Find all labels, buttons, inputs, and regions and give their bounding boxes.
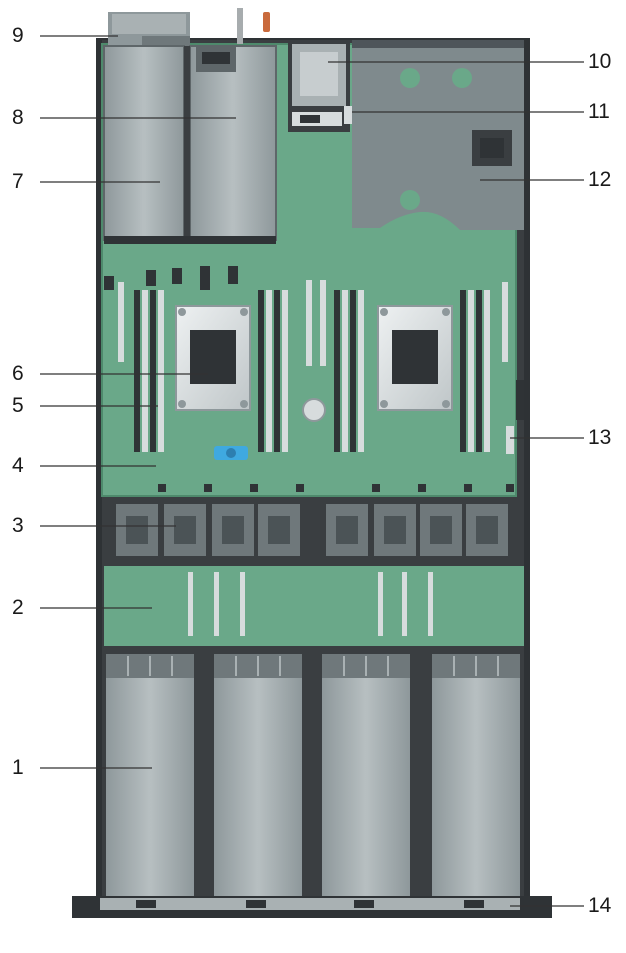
blue-latch-knob xyxy=(226,448,236,458)
standoff-gray xyxy=(237,8,243,44)
backplane-connectors xyxy=(188,572,433,636)
shroud-post-2 xyxy=(452,68,472,88)
callout-13: 13 xyxy=(588,426,612,449)
callout-8: 8 xyxy=(12,106,24,129)
callout-1: 1 xyxy=(12,756,24,779)
rear-ports-strip xyxy=(352,40,524,48)
shroud-post-1 xyxy=(400,68,420,88)
item-6-cpu-socket-left xyxy=(175,305,251,411)
callout-3: 3 xyxy=(12,514,24,537)
dimm-bank-right-2 xyxy=(460,290,490,452)
bay-divider xyxy=(184,46,190,240)
item-8-bay xyxy=(190,46,276,240)
callout-11: 11 xyxy=(588,100,610,123)
callout-lines xyxy=(40,35,584,907)
drive-bay-header-lines xyxy=(127,656,499,676)
dimm-bank-left-2 xyxy=(258,290,288,452)
fan-blades xyxy=(126,516,498,544)
item-5-dimm-bank-left xyxy=(134,290,164,452)
dimm-bank-right-1 xyxy=(334,290,364,452)
item-10-card-inner xyxy=(300,52,338,96)
callout-14: 14 xyxy=(588,894,612,917)
fan-connectors xyxy=(158,484,514,492)
item-12-shroud xyxy=(352,44,524,230)
item-8-handle-inner xyxy=(202,52,230,64)
header-row xyxy=(104,266,238,290)
cpu-socket-right xyxy=(377,305,453,411)
callout-9: 9 xyxy=(12,24,24,47)
coin-battery xyxy=(302,398,326,422)
shroud-module-inner xyxy=(480,138,504,158)
callout-12: 12 xyxy=(588,168,612,191)
callout-5: 5 xyxy=(12,394,24,417)
front-panel-strip xyxy=(100,898,520,910)
front-panel-latches xyxy=(136,900,484,908)
callout-10: 10 xyxy=(588,50,612,73)
item-11-connector-pin xyxy=(300,115,320,123)
item-1-drive-bays xyxy=(106,654,520,896)
standoff-orange xyxy=(263,12,270,32)
shroud-post-3 xyxy=(400,190,420,210)
callout-4: 4 xyxy=(12,454,24,477)
item-9-block-top xyxy=(112,14,186,34)
item-7-bay xyxy=(104,46,184,240)
callout-7: 7 xyxy=(12,170,24,193)
item-13-connector xyxy=(506,426,514,454)
callout-2: 2 xyxy=(12,596,24,619)
item-2-backplane xyxy=(104,566,524,646)
callout-6: 6 xyxy=(12,362,24,385)
board-slots xyxy=(118,280,508,366)
side-connector xyxy=(516,380,524,420)
bay-bottom-strip xyxy=(104,236,276,244)
